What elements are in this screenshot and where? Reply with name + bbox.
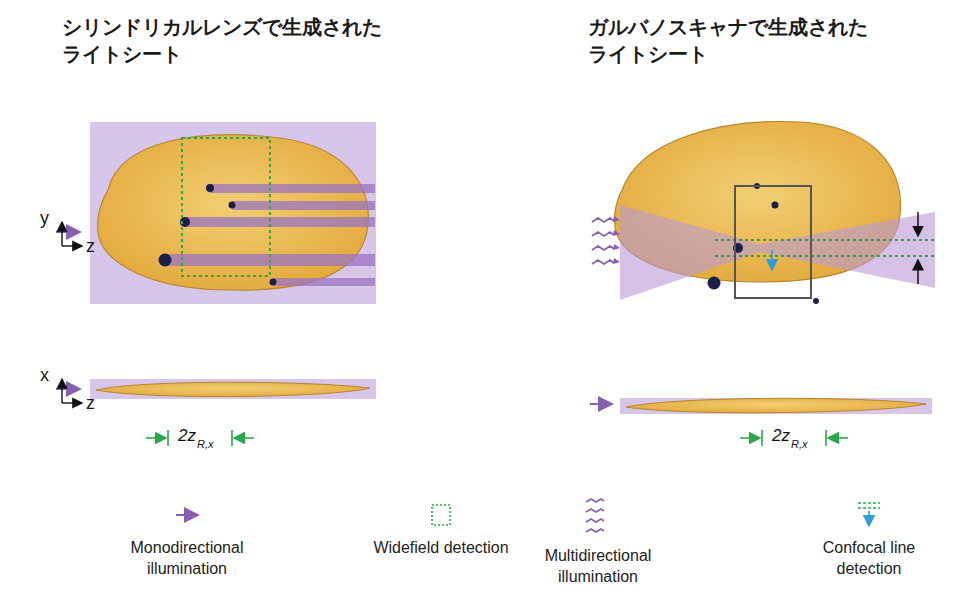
axis-label: x — [40, 365, 49, 386]
axis-label: z — [86, 236, 95, 257]
legend-text: Widefield detection — [366, 538, 516, 559]
galvano-scanner-top-view — [592, 122, 935, 304]
axis-label: y — [40, 208, 49, 229]
axis-label: z — [86, 393, 95, 414]
cylindrical-lens-top-view — [56, 122, 376, 304]
dimension-label: 2z — [178, 426, 196, 446]
panel-title: ガルバノスキャナで生成された ライトシート — [588, 14, 928, 68]
legend-text: Monodirectional illumination — [112, 538, 262, 580]
dimension-label: 2z — [772, 426, 790, 446]
panel-title: シリンドリカルレンズで生成された ライトシート — [62, 14, 402, 68]
cylindrical-lens-side-view — [56, 379, 376, 446]
legend-samples — [176, 499, 880, 532]
dimension-subscript: R,x — [197, 438, 214, 450]
legend-text: Confocal line detection — [794, 538, 944, 580]
dimension-subscript: R,x — [791, 438, 808, 450]
galvano-scanner-side-view — [590, 398, 932, 446]
legend-text: Multidirectional illumination — [523, 546, 673, 588]
